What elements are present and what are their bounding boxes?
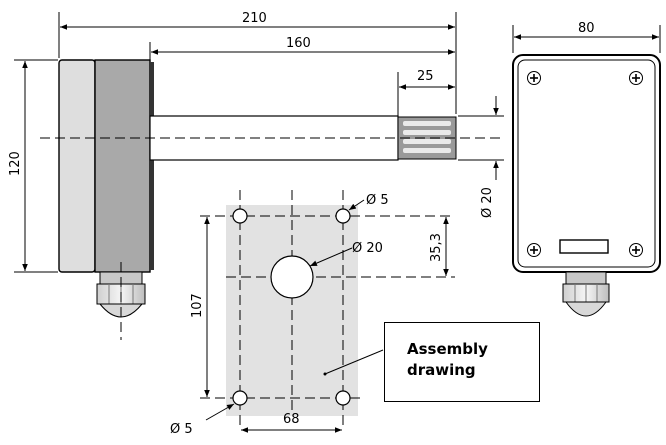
hole-horizontal-spacing-label: 68	[283, 412, 300, 427]
overall-length-label: 210	[242, 11, 267, 26]
probe-diameter-label: Ø 20	[480, 187, 495, 218]
dimension-sensor-length: 25	[397, 69, 455, 116]
center-hole-offset-label: 35,3	[429, 233, 444, 262]
screw-icon	[527, 243, 541, 257]
dimension-housing-height: 120	[8, 59, 58, 273]
housing-height-label: 120	[8, 151, 23, 176]
center-hole	[270, 255, 314, 299]
housing-front-section	[58, 59, 96, 273]
dimension-hole-horizontal-spacing: 68	[241, 412, 342, 433]
hole-vertical-spacing-label: 107	[190, 293, 205, 318]
callout-line-2: drawing	[407, 361, 476, 379]
leader-hole-diameter-top: Ø 5	[348, 193, 389, 211]
probe-length-label: 160	[286, 36, 311, 51]
housing-edge	[150, 62, 154, 270]
hole-diameter-top-label: Ø 5	[366, 193, 389, 208]
callout-line-1: Assembly	[407, 340, 488, 358]
dimension-center-hole-offset: 35,3	[429, 217, 449, 276]
side-view	[40, 59, 500, 340]
callout-pointer	[324, 349, 384, 375]
label-plate	[559, 239, 609, 254]
dimension-overall-length: 210	[58, 11, 457, 114]
mounting-hole	[335, 208, 351, 224]
screw-icon	[629, 71, 643, 85]
screw-icon	[527, 71, 541, 85]
assembly-drawing-callout: Assembly drawing	[384, 322, 540, 402]
housing-inner-frame	[517, 59, 656, 268]
mounting-plate	[200, 190, 455, 425]
screw-icon	[629, 243, 643, 257]
hole-diameter-bottom-label: Ø 5	[170, 422, 193, 437]
mounting-hole	[232, 208, 248, 224]
mounting-hole	[335, 390, 351, 406]
dimension-housing-width: 80	[512, 21, 661, 53]
dimension-probe-length: 160	[149, 36, 455, 62]
front-view	[512, 54, 661, 317]
housing-width-label: 80	[578, 21, 595, 36]
mounting-hole	[232, 390, 248, 406]
cable-gland-front	[562, 271, 610, 317]
sensor-length-label: 25	[417, 69, 434, 84]
dimension-probe-diameter: Ø 20	[458, 96, 504, 218]
center-hole-diameter-label: Ø 20	[352, 241, 383, 256]
leader-hole-diameter-bottom: Ø 5	[170, 403, 235, 437]
callout-text: Assembly drawing	[407, 339, 488, 381]
callout-pointer-dot	[323, 372, 327, 376]
dimension-hole-vertical-spacing: 107	[190, 217, 210, 397]
housing-rear-section	[94, 59, 151, 273]
leader-center-hole-diameter: Ø 20	[309, 241, 383, 267]
